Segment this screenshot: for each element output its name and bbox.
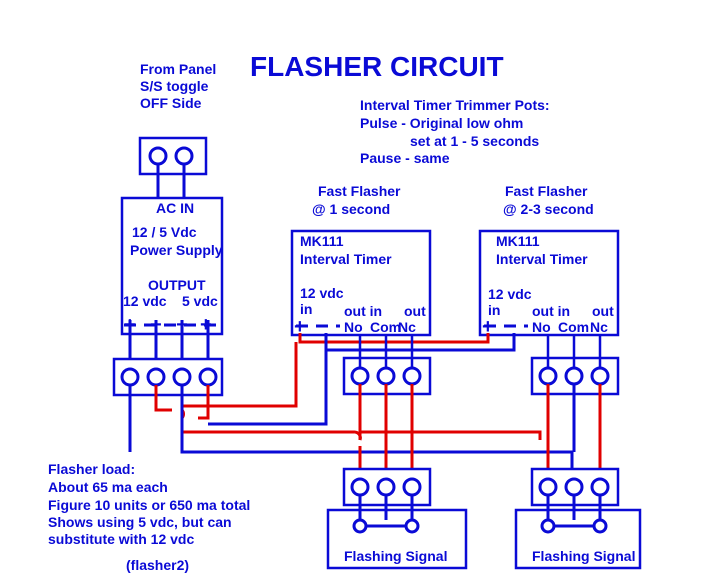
ps-terminal-1 (120, 367, 140, 387)
signal1-terminal-3 (402, 477, 422, 497)
sig2-lamp-2 (592, 518, 608, 534)
flasher2-com: Com (558, 319, 589, 335)
from-panel-line3: OFF Side (140, 95, 202, 111)
diagram-title: FLASHER CIRCUIT (250, 51, 504, 82)
trimmer-note-line4: Pause - same (360, 150, 450, 166)
flasher2-name: Interval Timer (496, 251, 588, 267)
flasher1-terminal-nc (402, 366, 422, 386)
flasher-plus-bus (298, 333, 490, 344)
ps-5v-label: 5 vdc (182, 293, 218, 309)
flasher1-caption2: @ 1 second (312, 201, 390, 217)
sig1-lamp-2 (404, 518, 420, 534)
from-panel-line2: S/S toggle (140, 78, 209, 94)
flasher1-out-in: out in (344, 303, 382, 319)
flasher1-terminal-no (350, 366, 370, 386)
flasher2-nc: Nc (590, 319, 608, 335)
from-panel-line1: From Panel (140, 61, 216, 77)
flashing-signal-1 (326, 508, 468, 570)
panel-terminal-1 (148, 146, 168, 166)
load-blue-bus (180, 385, 574, 480)
power-supply-box (120, 196, 224, 336)
load-note-line3: Figure 10 units or 650 ma total (48, 497, 250, 513)
flasher1-in: in (300, 301, 312, 317)
load-note-line2: About 65 ma each (48, 479, 168, 495)
load-note-line4: Shows using 5 vdc, but can (48, 514, 232, 530)
ps-name-label: Power Supply (130, 242, 223, 258)
flasher2-no: No (532, 319, 551, 335)
trimmer-note-line2: Pulse - Original low ohm (360, 115, 523, 131)
flasher-minus-feed (208, 350, 328, 426)
trimmer-note-line3: set at 1 - 5 seconds (410, 133, 539, 149)
ps-output-label: OUTPUT (148, 277, 206, 293)
flasher1-name: Interval Timer (300, 251, 392, 267)
flasher2-caption2: @ 2-3 second (503, 201, 594, 217)
flasher1-out: out (404, 303, 426, 319)
sig2-lamp-1 (540, 518, 556, 534)
sig1-lamp-1 (352, 518, 368, 534)
flasher2-terminal-nc (590, 366, 610, 386)
flasher1-model: MK111 (300, 233, 344, 249)
flasher2-out: out (592, 303, 614, 319)
ps-12v-label: 12 vdc (123, 293, 167, 309)
panel-terminal-2 (174, 146, 194, 166)
flasher1-terminal-com (376, 366, 396, 386)
flasher2-model: MK111 (496, 233, 540, 249)
f1-hop (353, 430, 362, 441)
footer-label: (flasher2) (126, 557, 189, 573)
load-note-line5: substitute with 12 vdc (48, 531, 194, 547)
flasher2-out-in: out in (532, 303, 570, 319)
flasher2-caption1: Fast Flasher (505, 183, 588, 199)
signal2-label: Flashing Signal (532, 548, 635, 564)
signal1-terminal-1 (350, 477, 370, 497)
flasher1-caption1: Fast Flasher (318, 183, 401, 199)
ps-voltage-label: 12 / 5 Vdc (132, 224, 197, 240)
flasher1-com: Com (370, 319, 401, 335)
load-red-b (198, 385, 210, 420)
signal2-terminal-1 (538, 477, 558, 497)
signal1-label: Flashing Signal (344, 548, 447, 564)
trimmer-note-line1: Interval Timer Trimmer Pots: (360, 97, 550, 113)
ps-plus-5: + (200, 314, 212, 336)
flasher2-voltage: 12 vdc (488, 286, 532, 302)
flasher-minus-bus (324, 333, 516, 352)
flashing-signal-2 (514, 508, 642, 570)
flasher2-in: in (488, 302, 500, 318)
ps-terminal-2 (146, 367, 166, 387)
ps-terminal-4 (198, 367, 218, 387)
load-note-line1: Flasher load: (48, 461, 135, 477)
flasher1-no: No (344, 319, 363, 335)
signal1-terminal-2 (376, 477, 396, 497)
ps-terminal-3 (172, 367, 192, 387)
load-red-a (154, 385, 172, 412)
ac-in-label: AC IN (156, 200, 194, 216)
signal2-terminal-3 (590, 477, 610, 497)
flasher2-terminal-no (538, 366, 558, 386)
flasher1-nc: Nc (398, 319, 416, 335)
flasher1-voltage: 12 vdc (300, 285, 344, 301)
flasher2-terminal-com (564, 366, 584, 386)
red-to-f2 (360, 430, 542, 440)
signal2-terminal-2 (564, 477, 584, 497)
